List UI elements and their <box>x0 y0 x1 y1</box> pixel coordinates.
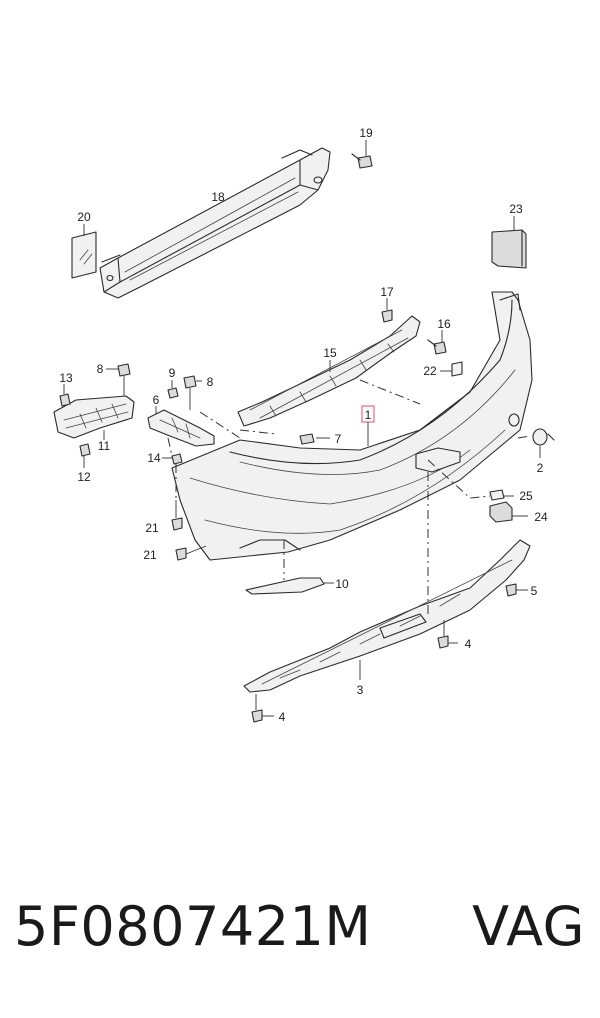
callout-22: 22 <box>423 364 437 378</box>
callout-23: 23 <box>509 202 523 216</box>
callout-24: 24 <box>534 510 548 524</box>
callout-3: 3 <box>357 683 364 697</box>
callout-21a: 21 <box>145 521 159 535</box>
callout-17: 17 <box>380 285 394 299</box>
label-sticker-20 <box>71 224 97 279</box>
callout-25: 25 <box>519 489 533 503</box>
screw-16 <box>427 330 447 355</box>
callout-12: 12 <box>77 470 91 484</box>
callout-8b: 8 <box>207 375 214 389</box>
screws-14-21 <box>162 453 207 561</box>
brand-label: VAG <box>472 895 585 958</box>
reflector-10 <box>245 577 334 595</box>
callout-10: 10 <box>335 577 349 591</box>
part-25-24 <box>489 489 528 523</box>
callout-2: 2 <box>537 461 544 475</box>
bumper-bracket-15 <box>237 315 421 427</box>
rear-bumper-cover <box>171 291 533 561</box>
callout-19: 19 <box>359 126 373 140</box>
callout-16: 16 <box>437 317 451 331</box>
callout-20: 20 <box>77 210 91 224</box>
callout-8a: 8 <box>97 362 104 376</box>
screws-4-5 <box>251 583 528 723</box>
callout-6: 6 <box>153 393 160 407</box>
callout-9: 9 <box>169 366 176 380</box>
clip-22 <box>440 361 463 377</box>
callout-15: 15 <box>323 346 337 360</box>
callout-18: 18 <box>211 190 225 204</box>
callout-4b: 4 <box>279 710 286 724</box>
lower-diffuser-3 <box>243 539 531 693</box>
callout-13: 13 <box>59 371 73 385</box>
bolt-19 <box>351 140 373 169</box>
part-number: 5F0807421M <box>14 895 372 958</box>
clip-17 <box>381 298 393 323</box>
callout-11: 11 <box>98 439 111 453</box>
callout-14: 14 <box>147 451 161 465</box>
side-guide-bracket-6 <box>147 375 215 447</box>
tow-eye-cap-2 <box>532 428 555 458</box>
callout-4a: 4 <box>465 637 472 651</box>
clip-7 <box>299 433 330 445</box>
callout-1: 1 <box>365 408 372 422</box>
callout-7: 7 <box>335 432 342 446</box>
caption: 5F0807421M VAG <box>14 895 589 975</box>
callout-5: 5 <box>531 584 538 598</box>
bumper-reinforcement-beam <box>99 147 331 299</box>
callout-21b: 21 <box>143 548 157 562</box>
part-23-block <box>491 216 527 269</box>
assembly-dash-lines <box>167 379 531 616</box>
left-bracket-11 <box>53 363 135 468</box>
